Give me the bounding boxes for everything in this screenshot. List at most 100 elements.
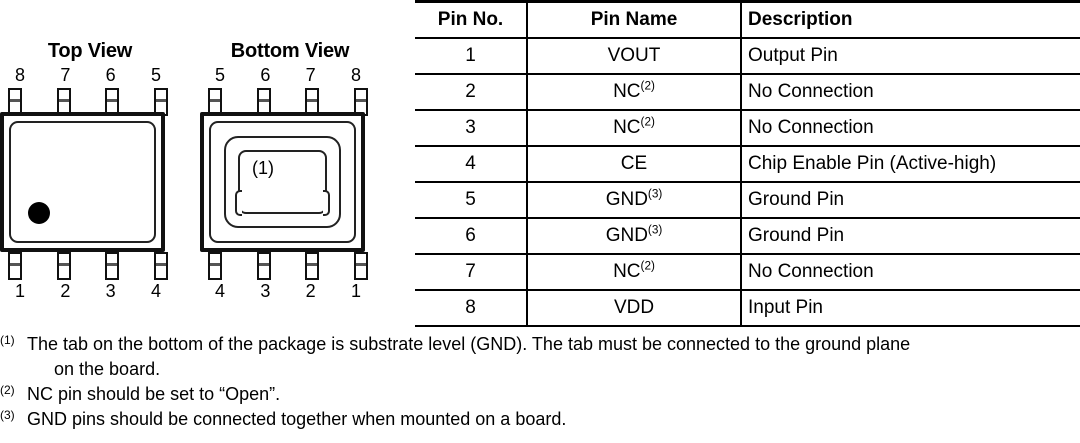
bottom-view-title: Bottom View xyxy=(230,40,350,62)
footnotes-block: (1) The tab on the bottom of the package… xyxy=(0,332,1080,432)
pin-name-footnote-marker: (3) xyxy=(647,187,663,201)
cell-description: Ground Pin xyxy=(741,216,1080,255)
package-lead xyxy=(8,252,22,280)
pin-name-footnote-marker: (2) xyxy=(640,115,655,129)
bottom-view-upper-leads xyxy=(208,88,368,116)
top-view-upper-pin-numbers: 8 7 6 5 xyxy=(8,65,168,85)
column-header-description: Description xyxy=(741,0,1080,39)
pin-name-footnote-marker: (3) xyxy=(647,223,663,237)
cell-pin-name: CE xyxy=(527,144,742,183)
footnote-3: (3) GND pins should be connected togethe… xyxy=(0,407,1080,432)
footnote-text-continued: on the board. xyxy=(54,359,161,379)
pin-number: 1 xyxy=(350,281,361,301)
exposed-thermal-pad: (1) xyxy=(235,150,330,216)
pin-name-text: GND xyxy=(605,224,648,246)
cell-description: Ground Pin xyxy=(741,180,1080,219)
package-lead xyxy=(353,252,368,280)
pin-number: 8 xyxy=(350,65,361,85)
bottom-view-lower-leads xyxy=(208,252,368,280)
pin-number: 6 xyxy=(105,65,116,85)
cell-description: No Connection xyxy=(741,252,1080,291)
cell-pin-name: NC(2) xyxy=(527,108,742,147)
cell-pin-no: 8 xyxy=(415,288,528,327)
pin-name-text: VDD xyxy=(613,296,655,318)
package-lead xyxy=(56,252,71,280)
cell-description: Chip Enable Pin (Active-high) xyxy=(741,144,1080,183)
package-body-outline xyxy=(9,121,156,243)
pin-number: 7 xyxy=(305,65,316,85)
pin-name-text: NC xyxy=(613,80,641,102)
pin-number: 6 xyxy=(260,65,271,85)
cell-pin-no: 5 xyxy=(415,180,528,219)
pin-name-text: CE xyxy=(620,152,648,174)
footnote-marker: (2) xyxy=(0,383,15,397)
footnote-2: (2) NC pin should be set to “Open”. xyxy=(0,382,1080,407)
cell-pin-no: 4 xyxy=(415,144,528,183)
cell-pin-name: GND(3) xyxy=(527,216,742,255)
pin1-marker-dot-icon xyxy=(28,202,50,224)
cell-pin-no: 6 xyxy=(415,216,528,255)
pin-number: 5 xyxy=(214,65,225,85)
top-view-lower-pin-numbers: 1 2 3 4 xyxy=(8,281,168,301)
pin-number: 2 xyxy=(305,281,316,301)
table-row: 4 CE Chip Enable Pin (Active-high) xyxy=(415,144,1080,183)
bottom-view-upper-pin-numbers: 5 6 7 8 xyxy=(208,65,368,85)
pin-name-text: GND xyxy=(605,188,648,210)
top-view-figure: Top View 8 7 6 5 1 2 3 xyxy=(0,0,180,320)
package-lead xyxy=(305,252,320,280)
pin-number: 2 xyxy=(60,281,71,301)
top-view-lower-leads xyxy=(8,252,168,280)
pad-notch-left-icon xyxy=(235,190,242,216)
cell-pin-name: GND(3) xyxy=(527,180,742,219)
pin-number: 1 xyxy=(14,281,25,301)
cell-description: Input Pin xyxy=(741,288,1080,327)
package-lead xyxy=(105,252,120,280)
pin-number: 4 xyxy=(214,281,225,301)
bottom-view-lower-pin-numbers: 4 3 2 1 xyxy=(208,281,368,301)
package-lead xyxy=(305,88,320,116)
package-lead xyxy=(353,88,368,116)
package-body-outline: (1) xyxy=(209,121,356,243)
table-row: 8 VDD Input Pin xyxy=(415,288,1080,327)
pin-number: 4 xyxy=(150,281,161,301)
footnote-text: NC pin should be set to “Open”. xyxy=(27,384,281,404)
cell-pin-no: 2 xyxy=(415,72,528,111)
cell-description: No Connection xyxy=(741,72,1080,111)
cell-pin-name: VOUT xyxy=(527,36,742,75)
pin-name-footnote-marker: (2) xyxy=(640,79,655,93)
cell-pin-no: 1 xyxy=(415,36,528,75)
table-header-row: Pin No. Pin Name Description xyxy=(415,0,1080,39)
pin-name-footnote-marker: (2) xyxy=(640,259,655,273)
footnote-text: GND pins should be connected together wh… xyxy=(27,409,567,429)
thermal-pad-ring: (1) xyxy=(224,136,341,228)
pin-number: 3 xyxy=(260,281,271,301)
pin-number: 3 xyxy=(105,281,116,301)
cell-pin-name: NC(2) xyxy=(527,72,742,111)
package-lead xyxy=(105,88,120,116)
thermal-pad-footnote-label: (1) xyxy=(252,158,274,178)
pad-notch-right-icon xyxy=(323,190,330,216)
pin-number: 5 xyxy=(150,65,161,85)
cell-pin-name: VDD xyxy=(527,288,742,327)
column-header-pin-name: Pin Name xyxy=(527,0,742,39)
cell-pin-no: 3 xyxy=(415,108,528,147)
package-figures: Top View 8 7 6 5 1 2 3 xyxy=(0,0,415,325)
pin-name-text: NC xyxy=(613,116,641,138)
cell-description: Output Pin xyxy=(741,36,1080,75)
footnote-marker: (3) xyxy=(0,408,15,422)
bottom-view-package-body: (1) xyxy=(200,112,365,252)
column-header-pin-no: Pin No. xyxy=(415,0,528,39)
footnote-marker: (1) xyxy=(0,333,15,347)
package-lead xyxy=(56,88,71,116)
package-lead xyxy=(256,252,271,280)
pin-number: 7 xyxy=(60,65,71,85)
top-view-package-body xyxy=(0,112,165,252)
package-lead xyxy=(208,252,222,280)
cell-pin-no: 7 xyxy=(415,252,528,291)
